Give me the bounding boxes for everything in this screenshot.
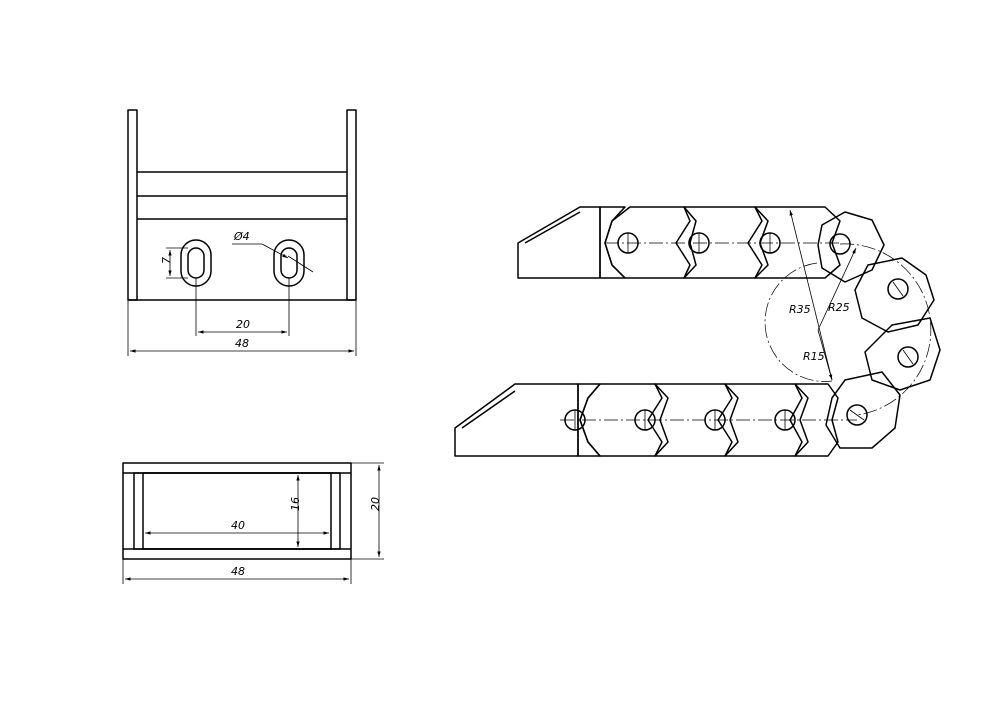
top-view-outer: [122, 462, 352, 560]
chain-link: [825, 371, 901, 449]
left-side-plate: [127, 109, 138, 301]
dim-radius-inner: R15: [803, 350, 825, 363]
top-view-inner: [142, 472, 332, 550]
upper-end-bracket: [517, 206, 601, 279]
top-view: 40 16 20 48: [122, 462, 384, 584]
dim-slot-spacing: 20: [236, 318, 250, 331]
lower-end-bracket: [454, 383, 579, 457]
chain-link: [579, 383, 669, 457]
chain-link: [854, 257, 935, 333]
dim-radius-middle-line: [817, 247, 857, 331]
dim-top-width: 48: [231, 565, 245, 578]
right-slot-inner: [280, 247, 298, 279]
dim-outer-depth: 20: [369, 497, 382, 511]
front-view: 7 Ø4 20 48: [127, 109, 357, 356]
curved-links: [817, 211, 941, 449]
lower-links: [564, 383, 839, 457]
dim-inner-width: 40: [231, 519, 245, 532]
dim-radius-outer: R35: [789, 303, 811, 316]
chain-link: [747, 206, 841, 279]
top-view-frame: [133, 472, 341, 550]
dim-hole-leader: [261, 243, 289, 259]
chain-link: [604, 206, 697, 279]
dim-slot-height: 7: [160, 257, 173, 264]
bend-centerline: [839, 243, 932, 416]
dim-radius-inner-line: [817, 329, 833, 381]
dim-front-width: 48: [235, 337, 249, 350]
dim-radius-middle: R25: [828, 301, 850, 314]
left-slot-inner: [187, 247, 205, 279]
chain-link: [789, 383, 839, 457]
dim-radius-outer-line: [789, 209, 833, 381]
chain-link: [864, 317, 941, 391]
chain-link: [817, 211, 885, 283]
inner-bend-arc: [764, 262, 833, 382]
dim-hole-diameter: Ø4: [233, 230, 250, 243]
hole-leader-tick: [287, 255, 314, 273]
right-side-plate: [346, 109, 357, 301]
chain-view: R35 R25 R15: [454, 206, 941, 457]
dim-inner-depth: 16: [289, 497, 302, 511]
